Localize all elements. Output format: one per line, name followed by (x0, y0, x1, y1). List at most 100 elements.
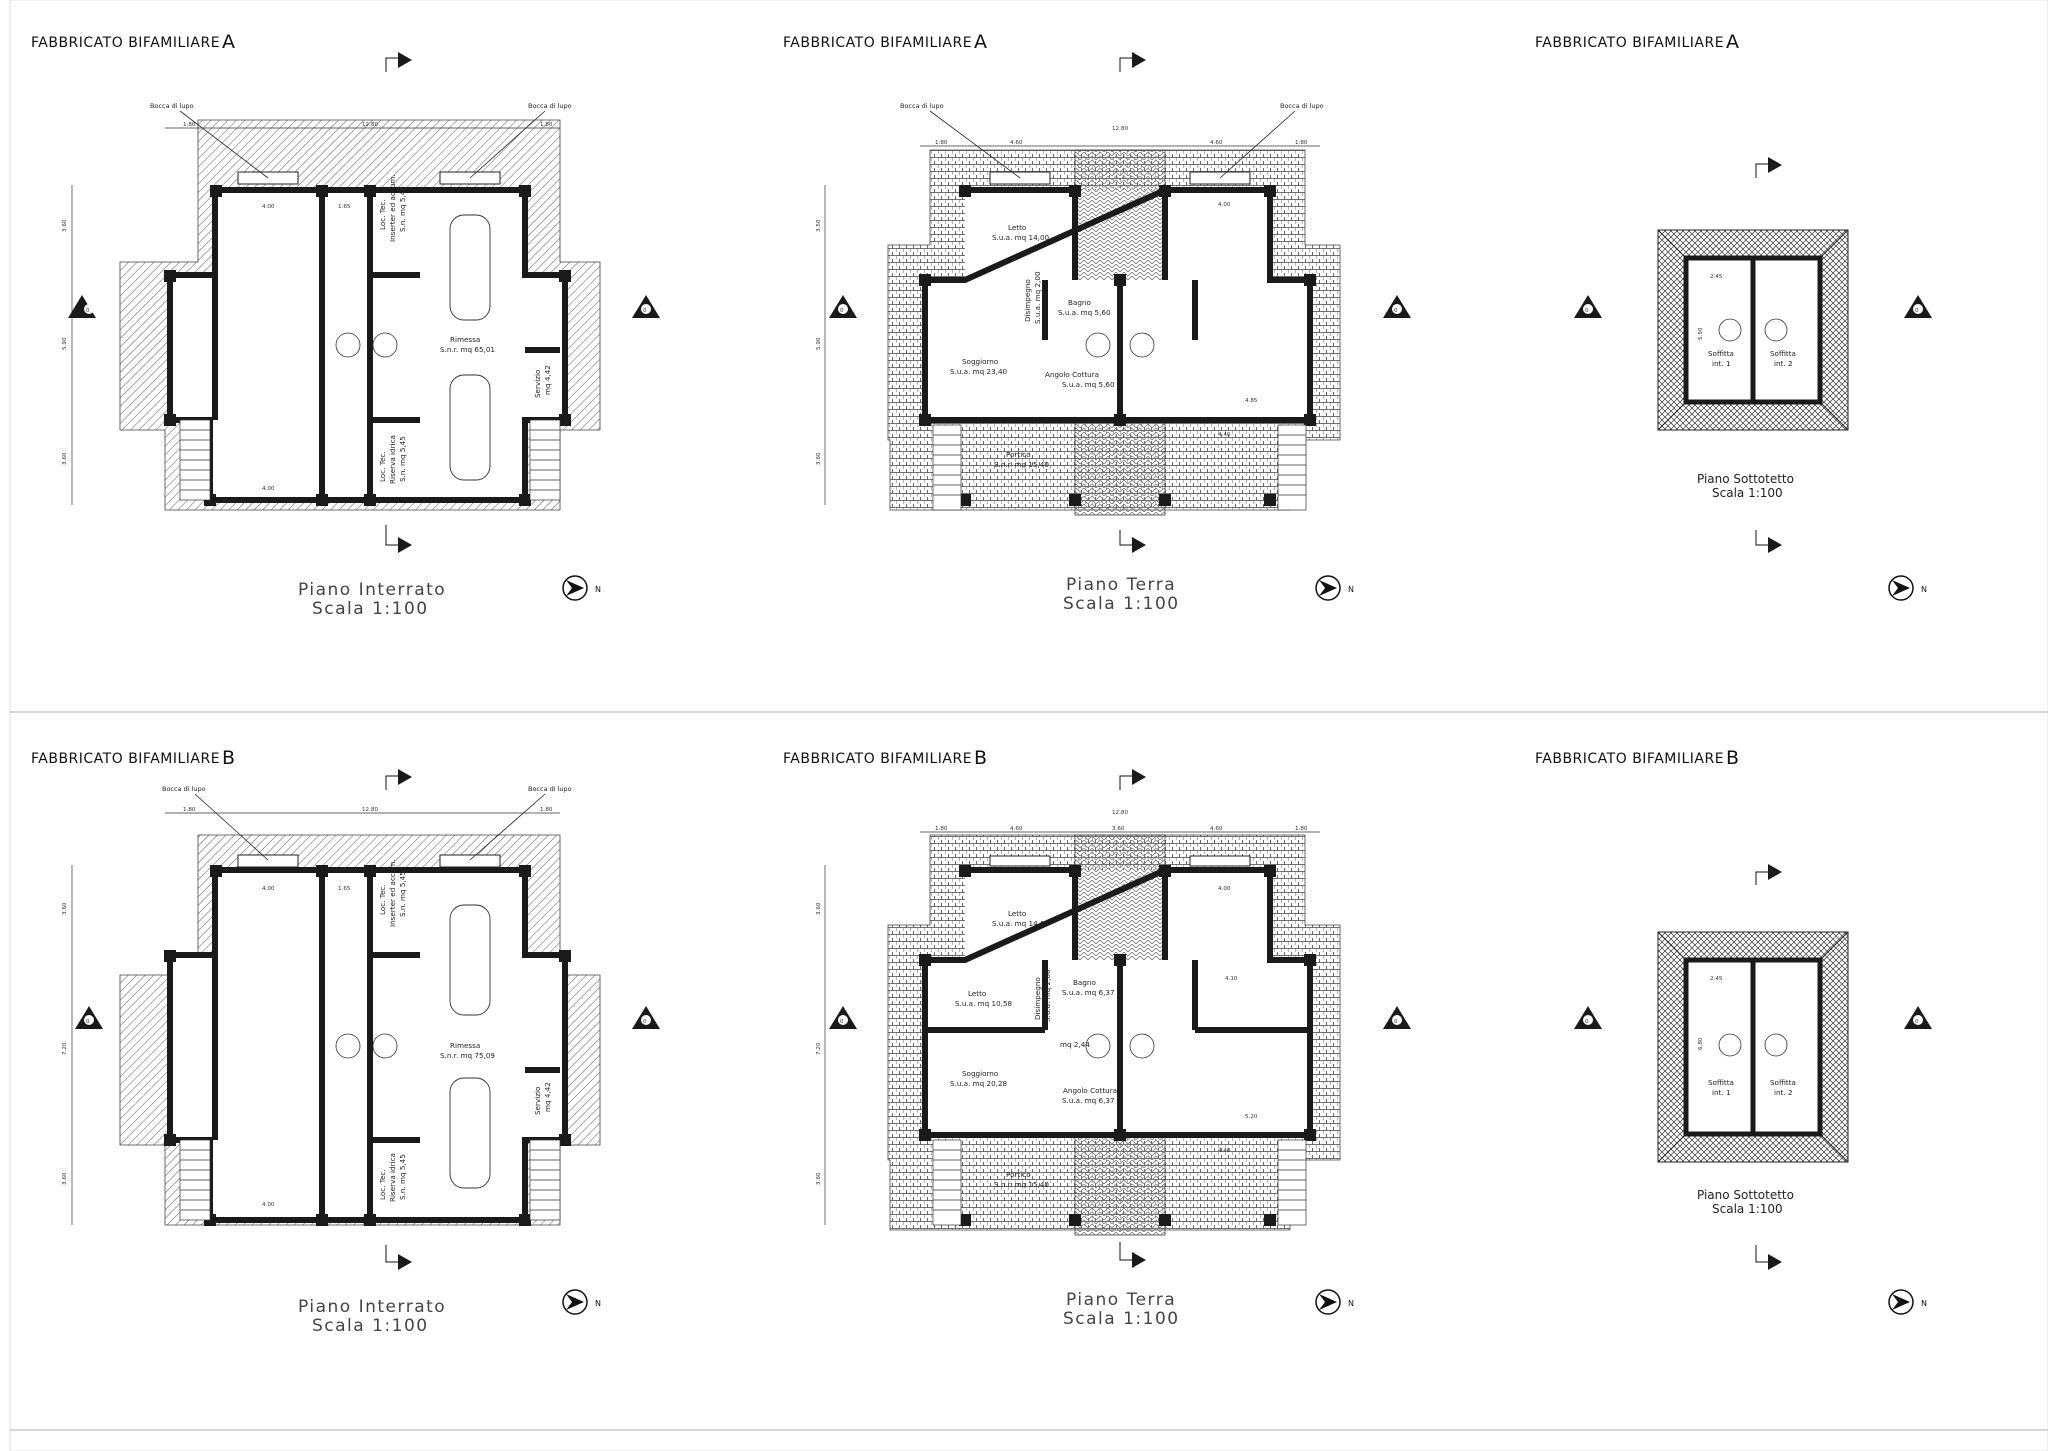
building-letter: A (222, 31, 235, 53)
note-right: Bocca di lupo (1280, 102, 1324, 110)
walls (167, 187, 568, 503)
room-area: S.u.a. mq 10,58 (955, 999, 1013, 1008)
room-name: Soffitta (1708, 1078, 1734, 1087)
room-name: mq 2,44 (1060, 1040, 1090, 1049)
room-name: Rimessa (450, 1041, 480, 1050)
room-area: S.u.a. mq 20,28 (950, 1079, 1008, 1088)
room-area: S.u.a. mq 6,37 (1062, 1096, 1115, 1105)
section-marker-icon: 0 (1574, 295, 1602, 318)
panel-b-interrato: FABBRICATO BIFAMILIARE B Bocca di lupo B… (31, 747, 660, 1336)
building-letter: B (222, 747, 235, 769)
section-arrow-icon (1755, 1245, 1782, 1270)
room-area: S.n.r. mq 65,01 (440, 345, 495, 354)
section-arrow-icon (1119, 530, 1146, 553)
leader-line (929, 110, 1021, 179)
svg-text:0: 0 (643, 308, 647, 314)
section-arrow-icon (1119, 52, 1146, 72)
pillars (919, 185, 1316, 506)
svg-text:0: 0 (643, 1019, 647, 1025)
dimension-label: 12.80 (362, 122, 378, 128)
dimension-label: 12.80 (1112, 126, 1128, 132)
room-name: Loc. Tec. (378, 199, 387, 230)
building-label: FABBRICATO BIFAMILIARE (1535, 751, 1724, 767)
svg-text:0: 0 (840, 308, 844, 314)
north-arrow-icon: N (562, 575, 601, 601)
room-name: Letto (968, 989, 986, 998)
driveway-paving (1075, 870, 1165, 960)
plan-title: Piano Terra (1066, 1290, 1176, 1310)
room-area: S.u.a. mq 2,00 (1033, 271, 1042, 324)
section-marker-icon: 0 (68, 295, 96, 318)
spiral-stair-icon (372, 1033, 398, 1059)
section-arrow-icon (1119, 1242, 1146, 1268)
dimension-label: 4.00 (262, 486, 275, 492)
dimension-label: 1.80 (935, 826, 948, 832)
section-arrow-icon (385, 52, 412, 72)
driveway-paving (1075, 190, 1165, 280)
room-name: Loc. Tec. (378, 451, 387, 482)
roof-ridge (1657, 229, 1849, 431)
dimension-label: 7.20 (62, 1042, 68, 1055)
room-name: Portico (1006, 1170, 1031, 1179)
room-sub: S.n. mq 5,45 (398, 436, 407, 482)
dimension-label: 3.60 (62, 902, 68, 915)
section-arrow-icon (1755, 157, 1782, 178)
dimension-label: 3.50 (816, 219, 822, 232)
pillars (164, 185, 571, 506)
section-arrow-icon (385, 525, 412, 553)
dimension-label: 12.80 (1112, 810, 1128, 816)
room-name: Soggiorno (962, 1069, 998, 1078)
bocca-di-lupo-right (439, 854, 501, 868)
room-area: S.n.r. mq 15,40 (994, 1180, 1049, 1189)
svg-text:0: 0 (86, 308, 90, 314)
room-area: S.u.a. mq 2,80 (1043, 969, 1052, 1022)
section-marker-icon: 0 (1383, 295, 1411, 318)
north-arrow-icon: N (1315, 575, 1354, 601)
walls (922, 867, 1313, 1138)
dimension-label: 4.40 (1218, 1148, 1231, 1154)
dimension-label: 12.80 (362, 807, 378, 813)
building-label: FABBRICATO BIFAMILIARE (31, 35, 220, 51)
room-name: Rimessa (450, 335, 480, 344)
spiral-stair-icon (335, 332, 361, 358)
dimension-label: 3.60 (62, 452, 68, 465)
car-icon (449, 1077, 491, 1189)
north-arrow-icon: N (562, 1289, 601, 1315)
leader-line (1219, 110, 1296, 179)
room-area: int. 1 (1712, 1088, 1731, 1097)
dimension-label: 3.60 (816, 902, 822, 915)
section-arrow-icon (1755, 530, 1782, 553)
stairs (932, 424, 1307, 511)
room-name: Servizio (533, 1087, 542, 1115)
plan-title: Piano Interrato (298, 580, 446, 600)
building-letter: B (974, 747, 987, 769)
room-name: Bagno (1073, 978, 1096, 987)
spiral-stair-icon (1129, 1033, 1155, 1059)
room-name: Portico (1006, 450, 1031, 459)
bocca-di-lupo-right (1189, 855, 1251, 867)
room-sub: S.n. mq 5,45 (398, 186, 407, 232)
room-area: Inserter ed accum. (388, 174, 397, 242)
room-name: Soggiorno (962, 357, 998, 366)
section-marker-icon: 0 (632, 295, 660, 318)
note-left: Bocca di lupo (900, 102, 944, 110)
room-area: S.u.a. mq 23,40 (950, 367, 1008, 376)
roof-ridge (1657, 931, 1849, 1163)
room-name: Loc. Tec. (378, 884, 387, 915)
room-name: Bagno (1068, 298, 1091, 307)
section-marker-icon: 0 (632, 1006, 660, 1029)
dimension-label: 3.60 (816, 452, 822, 465)
dimension-label: 4.60 (1210, 140, 1223, 146)
dimension-label: 4.00 (1218, 202, 1231, 208)
leader-line (469, 793, 546, 861)
leader-line (179, 110, 269, 179)
room-area: S.n.r. mq 75,09 (440, 1051, 495, 1060)
room-area: int. 2 (1774, 359, 1793, 368)
building-label: FABBRICATO BIFAMILIARE (31, 751, 220, 767)
panel-a-interrato: FABBRICATO BIFAMILIARE A Bocca di lupo B… (31, 31, 660, 619)
plan-scale: Scala 1:100 (312, 599, 429, 619)
north-arrow-icon: N (1888, 1289, 1927, 1315)
room-area: int. 1 (1712, 359, 1731, 368)
room-name: Letto (1008, 223, 1026, 232)
dimension-label: 1.80 (183, 122, 196, 128)
